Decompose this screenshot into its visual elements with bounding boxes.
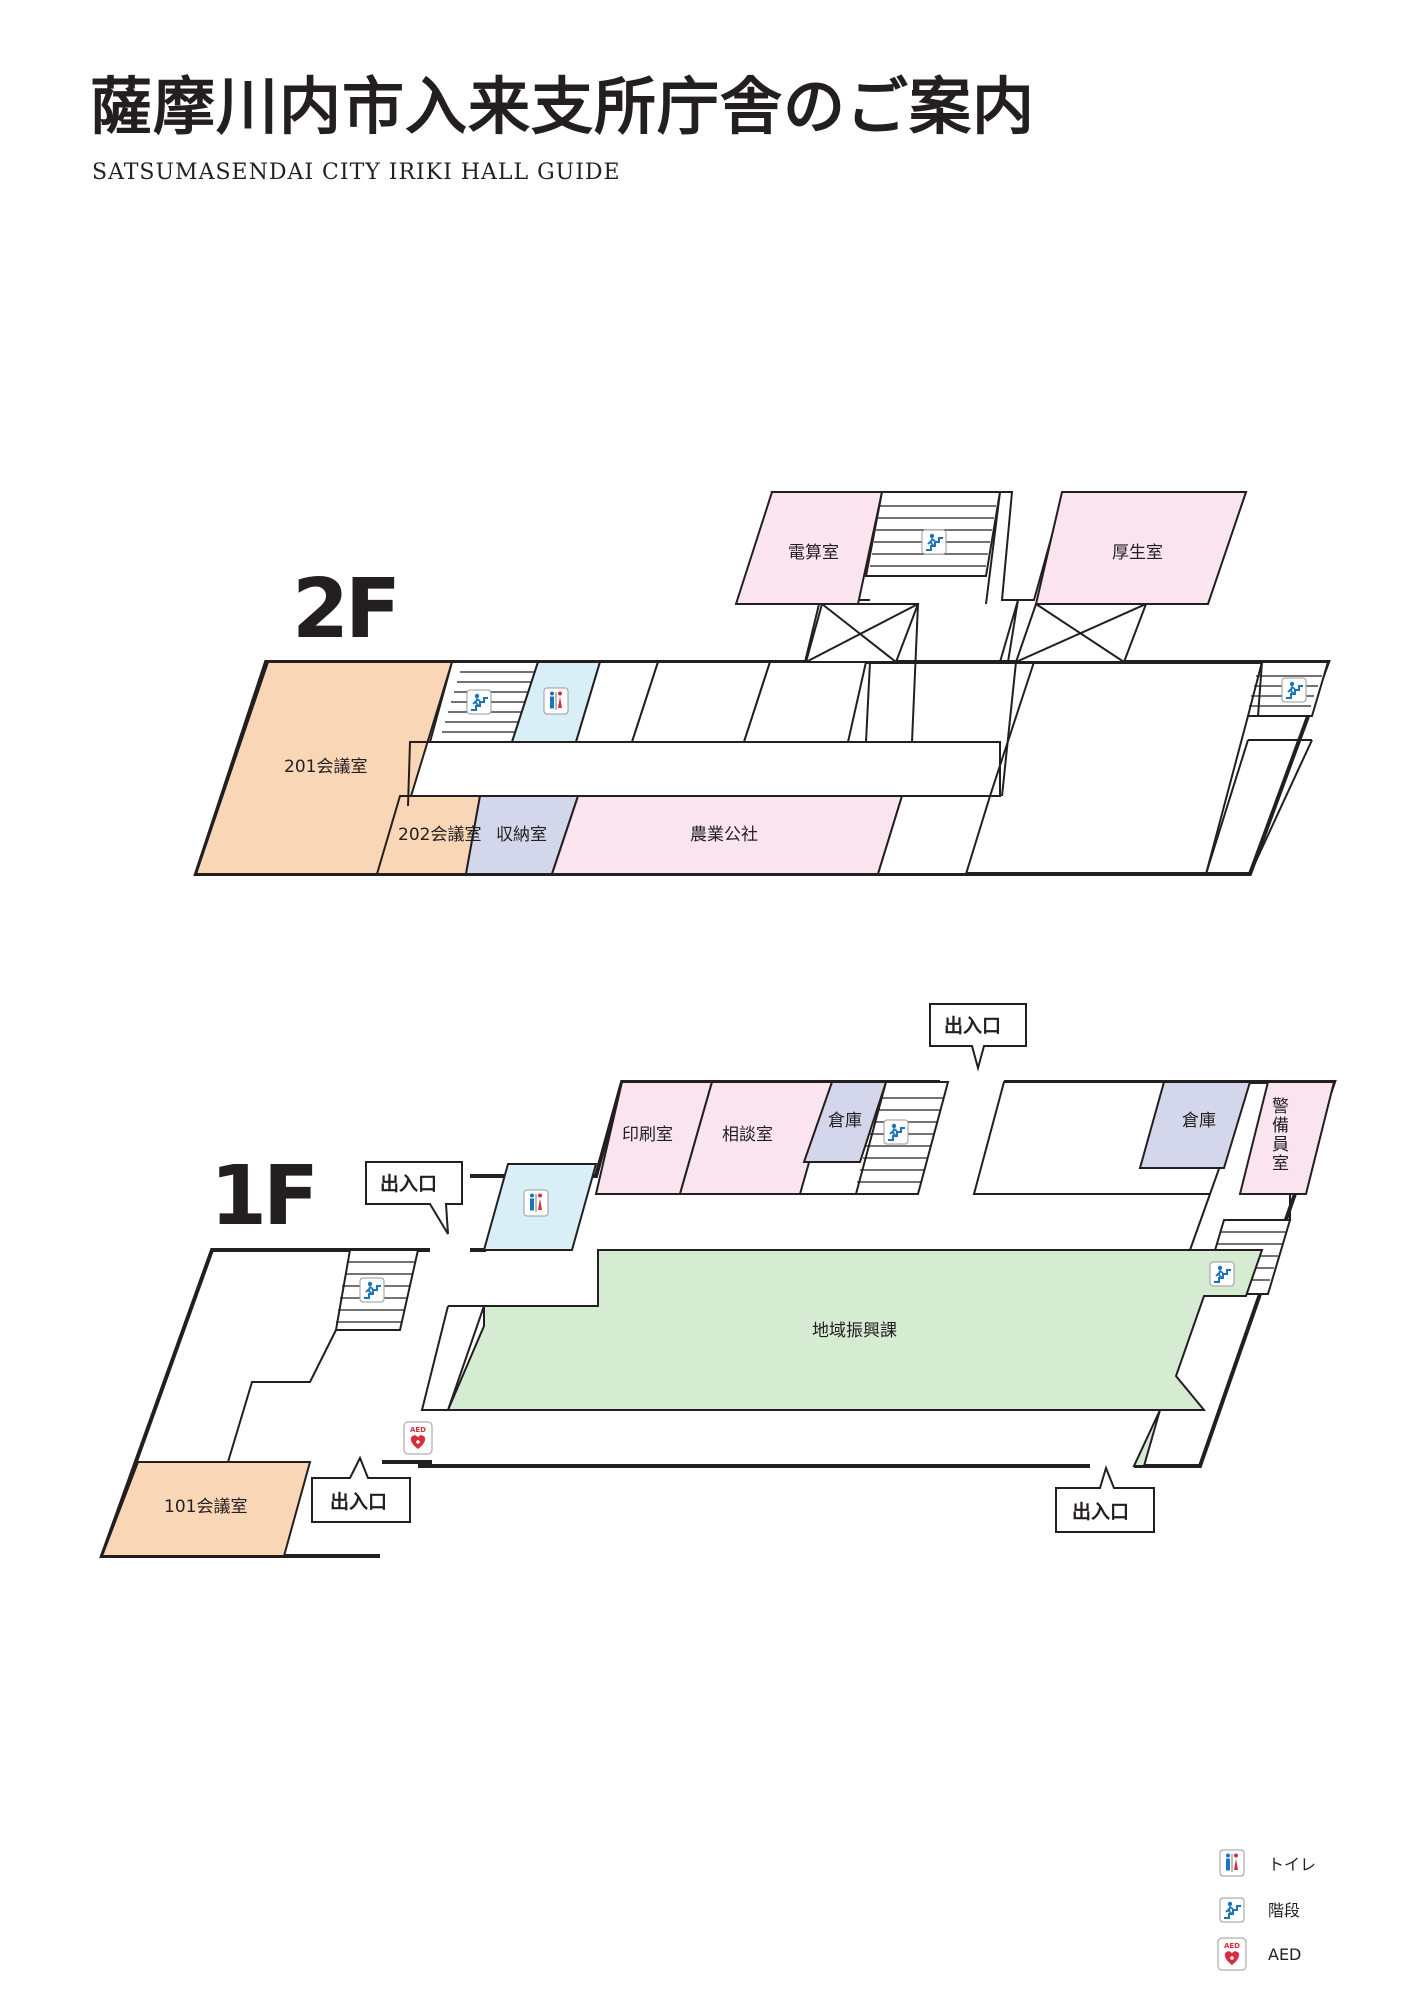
label-keibi-4: 室 xyxy=(1272,1154,1289,1174)
toilet-icon xyxy=(543,687,569,715)
label-insatsu: 印刷室 xyxy=(622,1125,673,1145)
room-soko1 xyxy=(802,1081,888,1163)
aed-icon xyxy=(1217,1937,1247,1971)
stairs-icon xyxy=(1219,1897,1245,1923)
floor-2f-plan xyxy=(193,491,1331,876)
label-sodan: 相談室 xyxy=(722,1125,773,1145)
label-kousei: 厚生室 xyxy=(1112,543,1163,563)
stairs-icon xyxy=(466,689,492,715)
room-soko2 xyxy=(1138,1081,1252,1169)
label-keibi-3: 員 xyxy=(1272,1135,1289,1155)
label-keibi-2: 備 xyxy=(1272,1116,1289,1136)
aed-icon xyxy=(403,1421,433,1455)
floor-2f-label: 2F xyxy=(292,562,397,657)
label-densan: 電算室 xyxy=(788,543,839,563)
entrance-bottom-right-label: 出入口 xyxy=(1072,1500,1129,1523)
floor-1f-label: 1F xyxy=(210,1149,315,1244)
entrance-top-label: 出入口 xyxy=(944,1014,1001,1037)
stairs-icon xyxy=(883,1119,909,1145)
label-201: 201会議室 xyxy=(284,757,367,777)
room-chiiki xyxy=(446,1249,1264,1467)
stairs-icon xyxy=(359,1277,385,1303)
legend-toilet: トイレ xyxy=(1268,1855,1316,1874)
room-keibi xyxy=(1238,1081,1336,1195)
entrance-top: 出入口 xyxy=(929,1003,1027,1072)
toilet-icon xyxy=(1219,1849,1245,1877)
label-202: 202会議室 xyxy=(398,825,481,845)
toilet-icon xyxy=(523,1189,549,1217)
room-kousei xyxy=(1034,491,1248,605)
label-soko2: 倉庫 xyxy=(1182,1111,1216,1131)
label-nogyo: 農業公社 xyxy=(690,825,758,845)
entrance-bottom-right: 出入口 xyxy=(1055,1464,1155,1533)
legend-aed: AED xyxy=(1268,1945,1301,1964)
label-keibi-1: 警 xyxy=(1272,1097,1289,1117)
stairs-icon xyxy=(921,529,947,555)
page-title: 薩摩川内市入来支所庁舎のご案内 xyxy=(90,70,1036,143)
entrance-left-label: 出入口 xyxy=(380,1172,437,1195)
floor-1f-plan xyxy=(99,1080,1337,1558)
stairs-icon xyxy=(1209,1261,1235,1287)
entrance-bottom-left-label: 出入口 xyxy=(330,1490,387,1513)
stairs-icon xyxy=(1281,677,1307,703)
page-subtitle: SATSUMASENDAI CITY IRIKI HALL GUIDE xyxy=(92,160,621,185)
label-soko1: 倉庫 xyxy=(828,1111,862,1131)
entrance-left: 出入口 xyxy=(365,1161,463,1235)
legend: トイレ 階段 AED xyxy=(1217,1849,1316,1971)
legend-stairs: 階段 xyxy=(1268,1901,1300,1920)
room-sodan xyxy=(678,1081,834,1195)
entrance-bottom-left: 出入口 xyxy=(311,1455,411,1523)
label-101: 101会議室 xyxy=(164,1497,247,1517)
label-chiiki: 地域振興課 xyxy=(812,1321,897,1341)
label-shuno: 収納室 xyxy=(496,825,547,845)
